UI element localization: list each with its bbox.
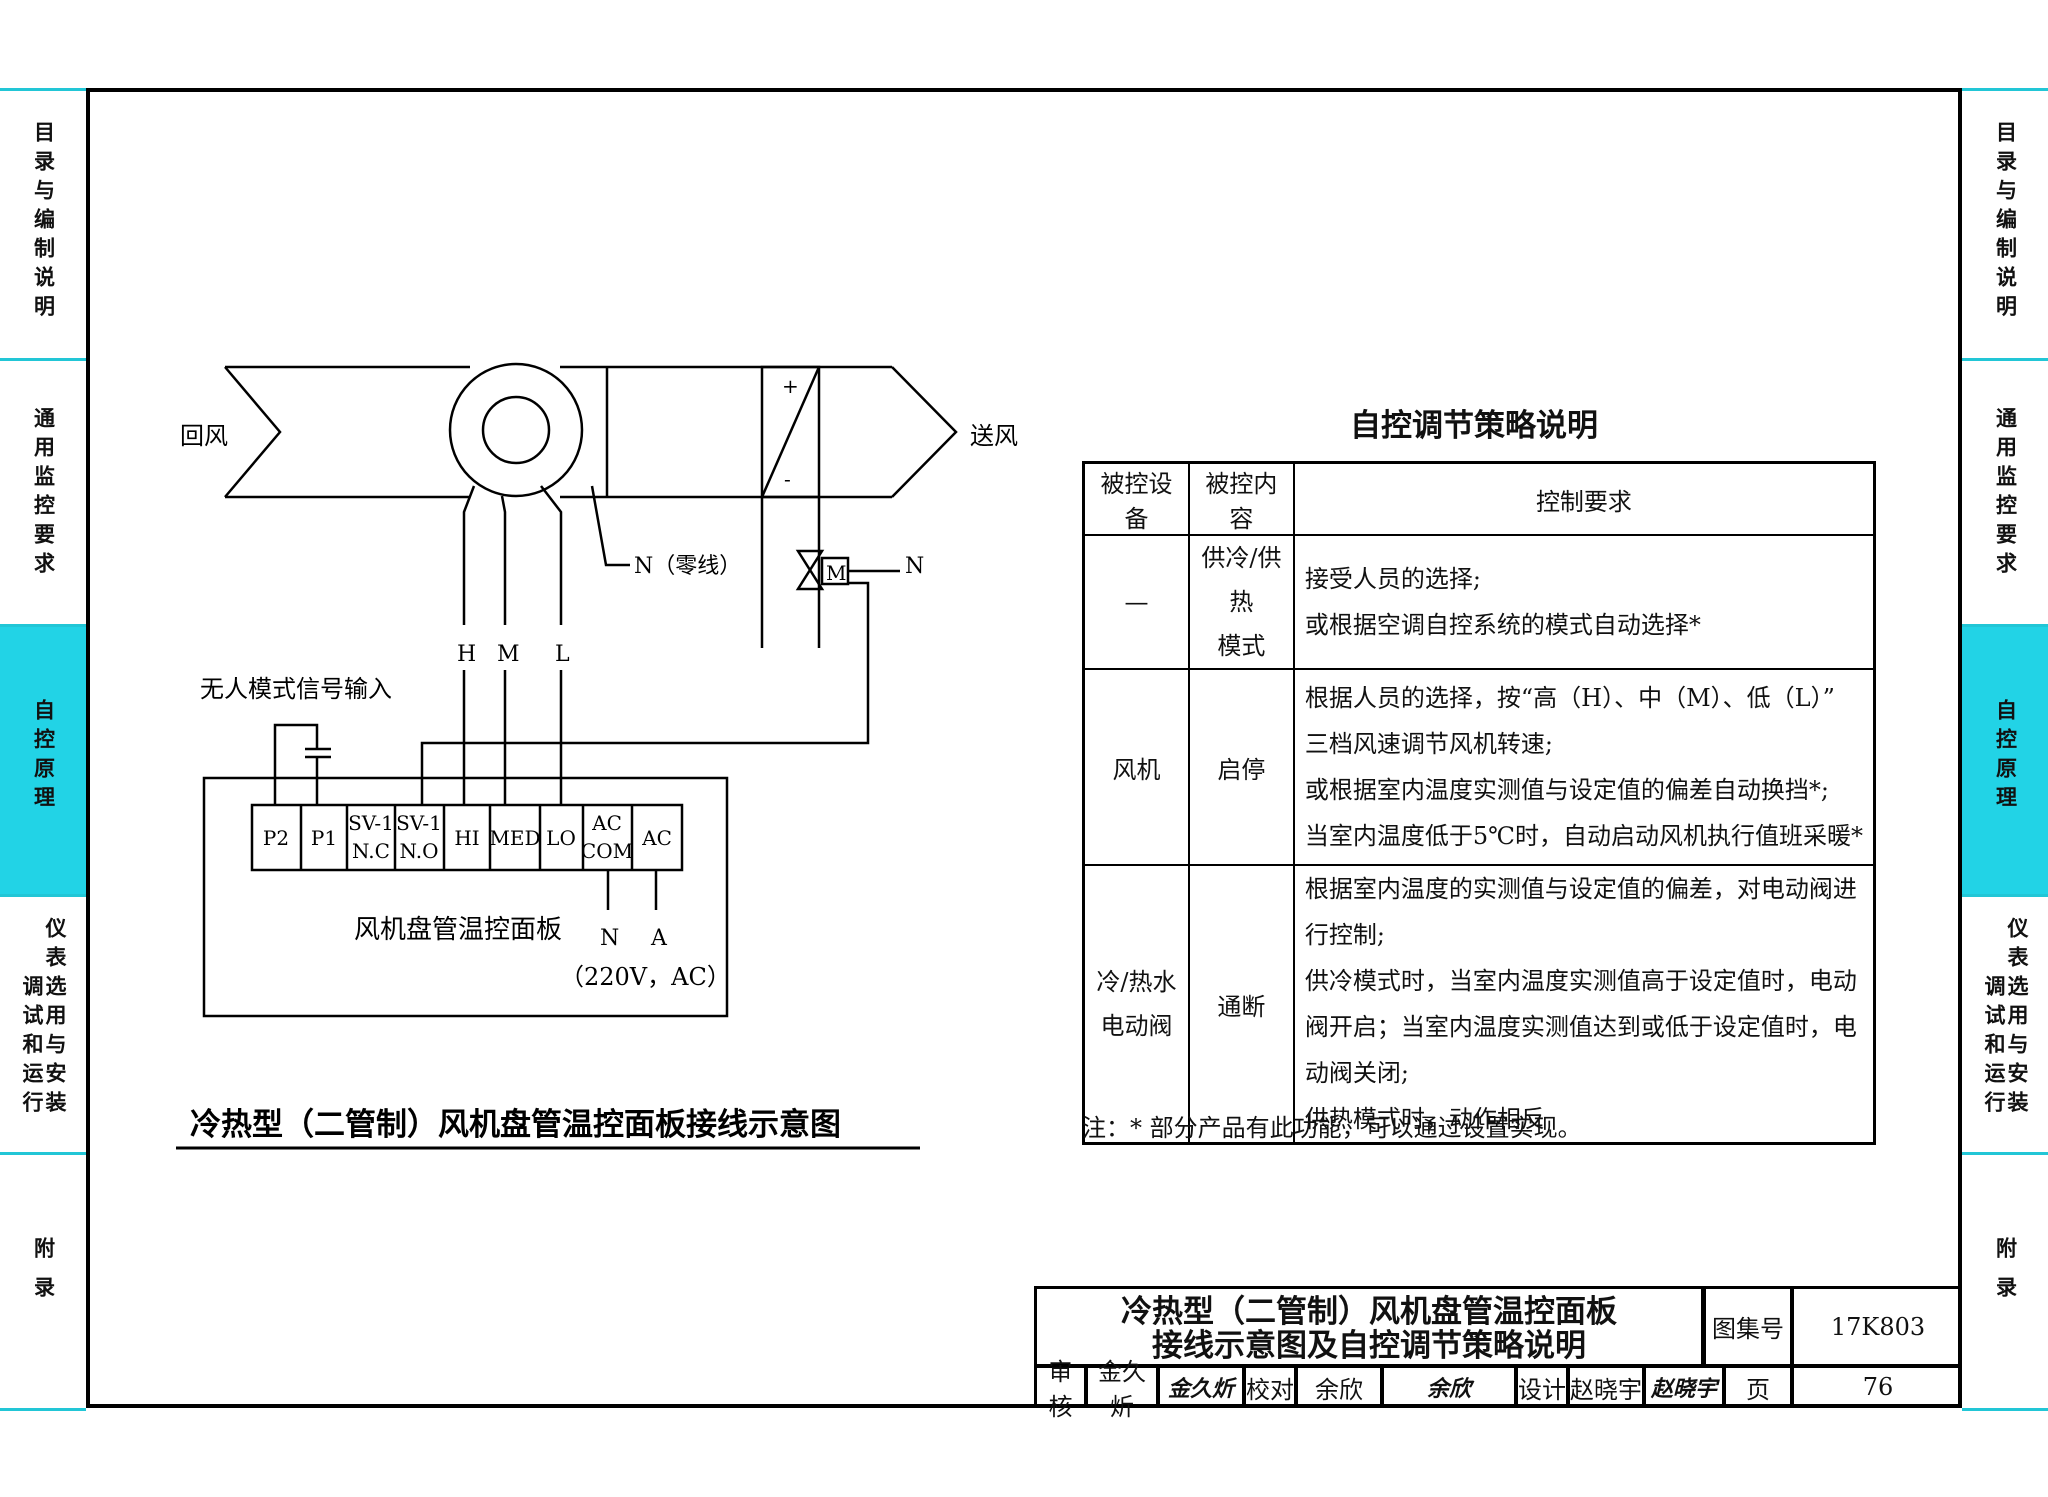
atlas-label: 图集号 xyxy=(1704,1286,1792,1366)
coil-plus: + xyxy=(782,374,799,398)
coil-minus: - xyxy=(784,467,791,491)
controller-panel xyxy=(202,776,729,1018)
diagram-title: 冷热型（二管制）风机盘管温控面板接线示意图 xyxy=(190,1107,841,1143)
electric-valve-bottom xyxy=(795,567,825,591)
header-content: 被控内容 xyxy=(1187,461,1295,536)
table-row: 风机 启停 根据人员的选择，按“高（H）、中（M）、低（L）” 三档风速调节风机… xyxy=(1082,668,1876,866)
unmanned-input-label: 无人模式信号输入 xyxy=(200,675,392,703)
sheet-title: 冷热型（二管制）风机盘管温控面板 接线示意图及自控调节策略说明 xyxy=(1034,1286,1704,1366)
reviewer: 金久炘 xyxy=(1086,1358,1158,1421)
svg-text:N.C: N.C xyxy=(352,839,390,863)
terminal-ac: AC xyxy=(641,826,672,850)
neutral-label: N（零线） xyxy=(634,554,741,579)
power-spec-label: （220V，AC） xyxy=(560,963,731,991)
terminal-p2: P2 xyxy=(263,826,289,850)
side-tab-instruments[interactable]: 调试和运行仪表选用与安装 xyxy=(0,894,86,1152)
duct-supply-outlet xyxy=(891,366,958,498)
terminal-ac-com: AC xyxy=(591,811,622,835)
side-tab-principle[interactable]: 自控原理 xyxy=(0,624,86,894)
lead-l xyxy=(540,485,563,625)
header-requirement: 控制要求 xyxy=(1292,461,1876,536)
terminal-sv1-nc: SV-1 xyxy=(348,811,394,835)
designer-signature: 赵晓宇 xyxy=(1644,1366,1724,1408)
terminal-sv1-no: SV-1 xyxy=(396,811,442,835)
panel-label: 风机盘管温控面板 xyxy=(354,915,562,945)
strategy-table: 被控设备 被控内容 控制要求 — 供冷/供热 模式 接受人员的选择; 或根据空调… xyxy=(1082,461,1876,1145)
speed-h-label: H xyxy=(457,642,476,667)
lead-m xyxy=(500,495,507,625)
table-header-row: 被控设备 被控内容 控制要求 xyxy=(1082,461,1876,536)
lead-h xyxy=(462,485,476,625)
side-tab-contents[interactable]: 目录与编制说明 xyxy=(0,88,86,358)
valve-motor-label: M xyxy=(826,561,846,585)
side-tab-general-right[interactable]: 通用监控要求 xyxy=(1962,358,2048,624)
coil xyxy=(760,365,821,499)
supply-air-label: 送风 xyxy=(970,422,1018,450)
table-row: — 供冷/供热 模式 接受人员的选择; 或根据空调自控系统的模式自动选择* xyxy=(1082,534,1876,670)
reviewer-signature: 金久炘 xyxy=(1158,1366,1244,1408)
power-a-label: A xyxy=(650,926,668,951)
electric-valve-top xyxy=(795,549,825,573)
checker: 余欣 xyxy=(1296,1366,1382,1408)
side-tab-contents-right[interactable]: 目录与编制说明 xyxy=(1962,88,2048,358)
side-tab-general[interactable]: 通用监控要求 xyxy=(0,358,86,624)
page-number: 76 xyxy=(1792,1366,1962,1408)
header-device: 被控设备 xyxy=(1082,461,1190,536)
terminal-med: MED xyxy=(489,826,540,850)
side-tab-appendix-right[interactable]: 附录 xyxy=(1962,1152,2048,1408)
speed-m-label: M xyxy=(497,642,520,667)
atlas-number: 17K803 xyxy=(1792,1286,1962,1366)
terminal-lo: LO xyxy=(546,826,576,850)
designer: 赵晓宇 xyxy=(1568,1366,1644,1408)
side-tab-appendix[interactable]: 附录 xyxy=(0,1152,86,1408)
speed-l-label: L xyxy=(555,642,570,667)
return-air-label: 回风 xyxy=(180,422,228,450)
wiring-diagram: 回风 送风 + - N（零线） M N H M L 无人模式信号输入 P2 P1… xyxy=(176,362,1018,1150)
power-n-label: N xyxy=(600,926,619,951)
terminal-p1: P1 xyxy=(311,826,337,850)
checker-signature: 余欣 xyxy=(1382,1366,1516,1408)
page-label: 页 xyxy=(1724,1366,1792,1408)
fan-impeller xyxy=(481,395,551,465)
title-block: 冷热型（二管制）风机盘管温控面板 接线示意图及自控调节策略说明 图集号 17K8… xyxy=(1034,1286,1962,1421)
terminal-hi: HI xyxy=(454,826,479,850)
svg-text:N.O: N.O xyxy=(400,839,439,863)
table-row: 冷/热水电动阀 通断 根据室内温度的实测值与设定值的偏差，对电动阀进 行控制; … xyxy=(1082,864,1876,1145)
valve-neutral-label: N xyxy=(905,554,924,579)
drawing-frame xyxy=(86,88,1962,1408)
strategy-title: 自控调节策略说明 xyxy=(1350,408,1598,444)
duct-return-inlet xyxy=(224,366,282,498)
table-note: 注：* 部分产品有此功能，可以通过设置实现。 xyxy=(1082,1114,1582,1142)
side-tab-principle-right[interactable]: 自控原理 xyxy=(1962,624,2048,894)
fan-housing xyxy=(448,362,584,498)
lead-neutral xyxy=(590,485,630,567)
svg-text:COM: COM xyxy=(581,839,633,863)
side-tab-instruments-right[interactable]: 调试和运行仪表选用与安装 xyxy=(1962,894,2048,1152)
